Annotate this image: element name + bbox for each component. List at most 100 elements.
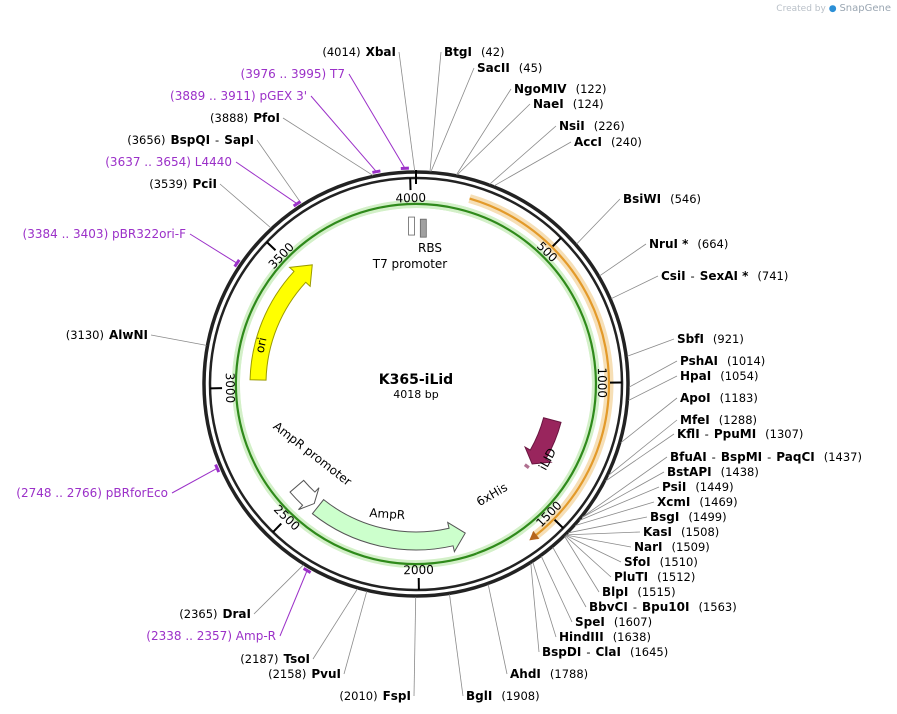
site-leader-line xyxy=(489,125,557,185)
site-position: (1908) xyxy=(501,689,539,703)
site-position: (1438) xyxy=(721,465,759,479)
site-position: (1563) xyxy=(698,600,736,614)
site-position: (1449) xyxy=(695,480,733,494)
primer-sites: (3976 .. 3995) T7(3889 .. 3911) pGEX 3'(… xyxy=(16,67,409,643)
site-position: (1054) xyxy=(720,369,758,383)
site-enzyme-name: BspMI xyxy=(721,450,762,464)
site-leader-line xyxy=(575,501,655,526)
plasmid-name: K365-iLid xyxy=(379,372,453,388)
site-enzyme-name: KflI xyxy=(677,427,700,441)
site-position: (1515) xyxy=(637,585,675,599)
site-enzyme-name: HpaI xyxy=(680,369,711,383)
plasmid-length: 4018 bp xyxy=(393,388,438,401)
site-enzyme-name: SapI xyxy=(224,133,254,147)
feature-ilid-arrow xyxy=(524,417,562,465)
site-leader-line xyxy=(581,471,665,518)
site-enzyme-name: NgoMIV xyxy=(514,82,567,96)
site-enzyme-name: KasI xyxy=(643,525,672,539)
site-enzyme-name: PciI xyxy=(193,177,218,191)
site-leader-line xyxy=(253,564,304,615)
feature-label-ori: ori xyxy=(253,336,270,354)
site-enzyme-name: XbaI xyxy=(366,45,396,59)
primer-mark xyxy=(372,169,381,174)
site-label: (3539) PciI xyxy=(149,177,217,191)
brand-watermark: Created by ● SnapGene xyxy=(776,3,891,14)
site-enzyme-name: PvuI xyxy=(311,667,341,681)
site-leader-line xyxy=(576,198,621,245)
feature-t7-promoter-block xyxy=(408,216,415,236)
site-position: (1645) xyxy=(630,645,668,659)
tick-label: 1000 xyxy=(595,367,609,398)
site-enzyme-name: PpuMI xyxy=(714,427,756,441)
site-leader-line xyxy=(449,594,464,697)
site-label: (2158)PvuI xyxy=(268,667,341,681)
site-leader-line xyxy=(312,588,358,660)
site-leader-line xyxy=(219,183,272,229)
site-label: PluTI (1512) xyxy=(614,570,695,584)
site-position: (1508) xyxy=(681,525,719,539)
site-position: (122) xyxy=(576,82,607,96)
brand-prefix: Created by xyxy=(776,4,826,14)
site-label: HpaI (1054) xyxy=(680,369,758,383)
site-label: XcmI (1469) xyxy=(657,495,738,509)
tick-mark xyxy=(266,241,277,251)
primer-mark xyxy=(292,200,302,208)
site-position: (3539) xyxy=(149,177,187,191)
site-position: (1437) xyxy=(824,450,862,464)
site-enzyme-name: PluTI xyxy=(614,570,648,584)
site-enzyme-name: HindIII xyxy=(559,630,604,644)
site-leader-line xyxy=(628,375,678,401)
site-position: (3130) xyxy=(66,328,104,342)
site-position: - xyxy=(691,269,695,283)
site-position: (921) xyxy=(713,332,744,346)
site-position: - xyxy=(712,450,716,464)
primer-mark xyxy=(302,567,312,574)
site-enzyme-name: PsiI xyxy=(662,480,686,494)
site-label: MfeI(1288) xyxy=(680,413,757,427)
site-position: (1638) xyxy=(613,630,651,644)
site-enzyme-name: BtgI xyxy=(444,45,472,59)
site-leader-line xyxy=(493,141,572,187)
site-leader-line xyxy=(565,535,612,578)
site-label: (4014)XbaI xyxy=(322,45,396,59)
site-label: SbfI(921) xyxy=(677,332,744,346)
site-enzyme-name: BsgI xyxy=(650,510,679,524)
site-label: BtgI(42) xyxy=(444,45,505,59)
primer-mark xyxy=(214,464,221,473)
site-leader-line xyxy=(398,51,416,172)
site-leader-line xyxy=(566,534,632,548)
site-leader-line xyxy=(282,117,374,176)
primer-leader-line xyxy=(348,73,406,169)
site-label: (2187)TsoI xyxy=(240,652,310,666)
site-position: (1512) xyxy=(657,570,695,584)
site-position: (1607) xyxy=(614,615,652,629)
site-leader-line xyxy=(608,419,678,476)
site-enzyme-name: AccI xyxy=(574,135,602,149)
site-enzyme-name: XcmI xyxy=(657,495,690,509)
site-label: AhdI(1788) xyxy=(510,667,588,681)
site-enzyme-name: NsiI xyxy=(559,119,585,133)
site-label: KasI (1508) xyxy=(643,525,719,539)
site-enzyme-name: SpeI xyxy=(575,615,605,629)
site-enzyme-name: Bpu10I xyxy=(642,600,689,614)
site-enzyme-name: BbvCI xyxy=(589,600,628,614)
site-label: BfuAI-BspMI-PaqCI(1437) xyxy=(670,450,862,464)
site-label: SpeI (1607) xyxy=(575,615,652,629)
site-label: NruI *(664) xyxy=(649,237,728,251)
tick-mark xyxy=(553,519,564,529)
site-enzyme-name: NaeI xyxy=(533,97,564,111)
primer-leader-line xyxy=(171,467,218,494)
site-enzyme-name: BfuAI xyxy=(670,450,707,464)
site-label: NaeI(124) xyxy=(533,97,604,111)
primer-label: (3384 .. 3403) pBR322ori-F xyxy=(23,227,187,241)
site-leader-line xyxy=(456,103,531,176)
site-position: (1469) xyxy=(699,495,737,509)
site-label: KflI-PpuMI(1307) xyxy=(677,427,803,441)
site-enzyme-name: PfoI xyxy=(253,111,280,125)
orf-orange-arrowhead xyxy=(529,530,540,541)
site-leader-line xyxy=(628,360,678,388)
site-label: PsiI (1449) xyxy=(662,480,734,494)
site-position: (45) xyxy=(519,61,543,75)
site-label: BglI(1908) xyxy=(466,689,540,703)
